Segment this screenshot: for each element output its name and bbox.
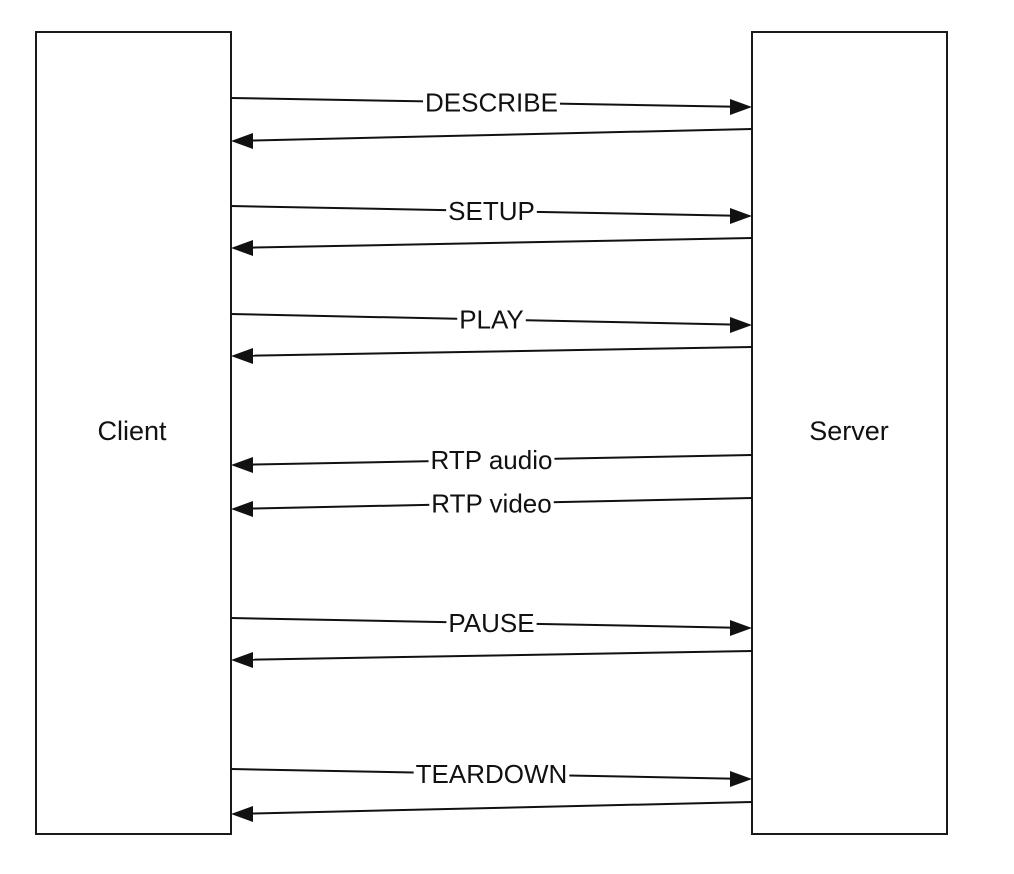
message-label: TEARDOWN xyxy=(416,759,568,789)
arrowhead-icon xyxy=(231,348,253,364)
message-arrow-line xyxy=(252,346,753,357)
message-label-background xyxy=(423,87,560,118)
message-label-background xyxy=(457,304,526,335)
arrowhead-icon xyxy=(231,133,253,149)
message-label-background xyxy=(413,759,570,789)
message-label: RTP video xyxy=(431,489,551,519)
message-arrow-line xyxy=(252,650,753,661)
client-box xyxy=(35,31,232,835)
server-label: Server xyxy=(809,416,889,446)
arrowhead-icon xyxy=(231,501,253,517)
arrowhead-icon xyxy=(730,317,752,333)
message-label: RTP audio xyxy=(431,445,553,475)
message-label: PAUSE xyxy=(448,608,534,638)
message-arrow-line xyxy=(252,128,753,142)
message-label-background xyxy=(429,488,554,519)
server-box xyxy=(751,31,948,835)
arrowhead-icon xyxy=(730,99,752,115)
arrowhead-icon xyxy=(730,620,752,636)
arrowhead-icon xyxy=(730,771,752,787)
message-label-background xyxy=(446,608,537,638)
message-label: SETUP xyxy=(448,196,535,226)
arrowhead-icon xyxy=(231,652,253,668)
message-label: PLAY xyxy=(459,305,524,335)
arrowhead-icon xyxy=(231,457,253,473)
message-arrow-line xyxy=(252,237,753,249)
message-label-background xyxy=(428,445,555,475)
arrowhead-icon xyxy=(730,208,752,224)
arrowhead-icon xyxy=(231,806,253,822)
message-label: DESCRIBE xyxy=(425,88,558,118)
message-label-background xyxy=(446,196,537,226)
client-label: Client xyxy=(97,416,167,446)
message-arrow-line xyxy=(252,801,753,815)
arrowhead-icon xyxy=(231,240,253,256)
